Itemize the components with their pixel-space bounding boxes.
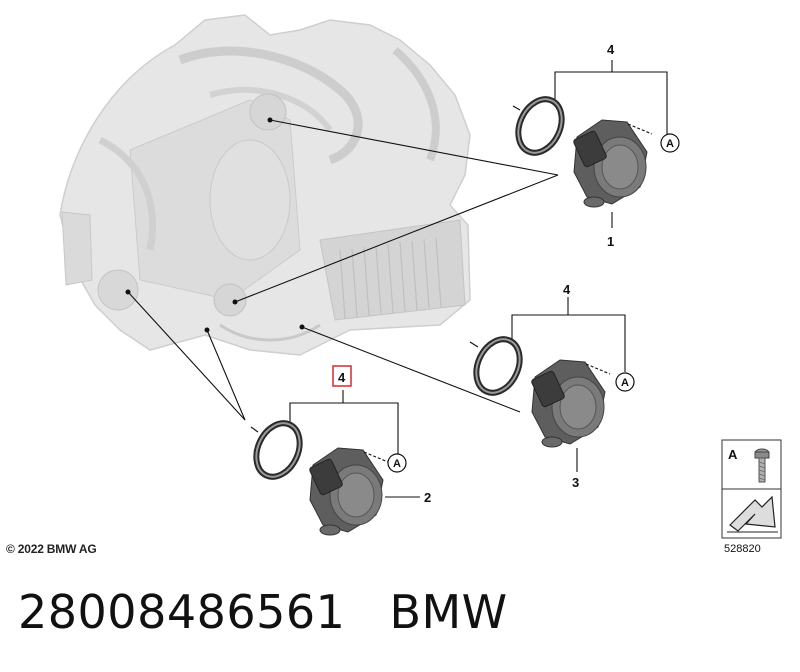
- part-number-caption: 28008486561 BMW: [18, 585, 508, 639]
- leader-lines: [127, 119, 559, 421]
- marker-a-3: A: [615, 372, 635, 392]
- legend-label-a: A: [728, 447, 738, 462]
- transmission-illustration: [59, 14, 471, 356]
- bolt-icon: [754, 448, 770, 483]
- item-number-4-mid: 4: [563, 282, 571, 297]
- item-number-2: 2: [424, 490, 431, 505]
- item-number-1: 1: [607, 234, 614, 249]
- fitting-direction-arrow-icon: [727, 495, 778, 533]
- item-number-4-highlighted: 4: [338, 370, 346, 385]
- bracket-group-mid: [511, 297, 626, 372]
- item-number-4-top: 4: [607, 42, 615, 57]
- speed-sensor-3: [531, 359, 611, 448]
- copyright-notice: © 2022 BMW AG: [6, 542, 97, 556]
- item-pointers: [385, 212, 613, 498]
- bracket-group-top: [554, 60, 668, 135]
- bracket-group-bottom: [289, 390, 399, 455]
- leader-dots: [125, 117, 305, 333]
- highlight-box: [332, 365, 352, 387]
- marker-a-1: A: [660, 133, 680, 153]
- sealing-ring-top: [512, 96, 565, 156]
- brand-name: BMW: [389, 585, 508, 639]
- item-number-3: 3: [572, 475, 579, 490]
- speed-sensor-1: [573, 119, 653, 208]
- sealing-ring-mid: [469, 336, 523, 396]
- svg-text:A: A: [666, 138, 674, 150]
- svg-text:A: A: [393, 458, 401, 470]
- legend-box: A: [721, 439, 782, 539]
- speed-sensor-2: [309, 447, 389, 536]
- svg-text:A: A: [621, 377, 629, 389]
- marker-a-2: A: [387, 453, 407, 473]
- sealing-ring-bottom: [250, 420, 303, 480]
- reference-number: 528820: [724, 543, 761, 555]
- part-number: 28008486561: [18, 585, 346, 639]
